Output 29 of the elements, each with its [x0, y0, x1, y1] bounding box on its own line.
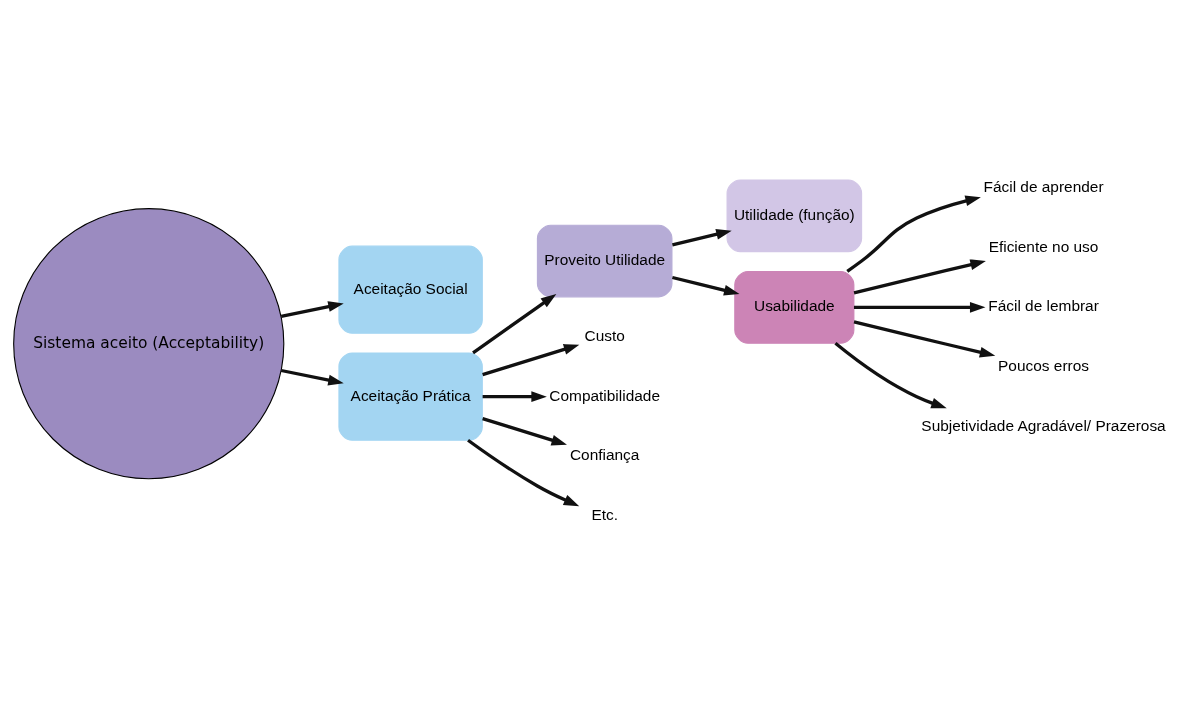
arrow: [853, 301, 986, 313]
arrow: [853, 259, 986, 295]
arrow: [482, 391, 547, 403]
arrow: [472, 294, 557, 355]
arrow: [853, 320, 996, 358]
arrow: [467, 438, 580, 507]
arrow: [482, 344, 580, 377]
node-box: Aceitação Prática: [338, 352, 483, 441]
node-text: Confiança: [569, 446, 640, 464]
node-text: Compatibilidade: [549, 386, 660, 404]
node-text: Fácil de lembrar: [988, 297, 1099, 315]
node-text: Etc.: [591, 505, 618, 523]
arrow: [280, 301, 344, 318]
arrow: [280, 368, 344, 386]
node-box: Utilidade (função): [726, 179, 863, 253]
node-text: Subjetividade Agradável/ Prazerosa: [921, 416, 1166, 434]
arrow: [672, 275, 740, 296]
arrow: [834, 341, 947, 409]
node-box: Aceitação Social: [338, 245, 483, 334]
arrow: [672, 229, 732, 247]
node-text: Custo: [584, 327, 625, 345]
node-box: Usabilidade: [734, 270, 855, 344]
arrow: [846, 195, 981, 273]
node-box: Proveito Utilidade: [536, 224, 673, 298]
node-circle: Sistema aceito (Acceptability): [13, 208, 285, 480]
node-text: Poucos erros: [998, 356, 1089, 374]
arrow: [482, 417, 567, 446]
node-text: Eficiente no uso: [988, 237, 1099, 255]
node-text: Fácil de aprender: [983, 178, 1104, 196]
